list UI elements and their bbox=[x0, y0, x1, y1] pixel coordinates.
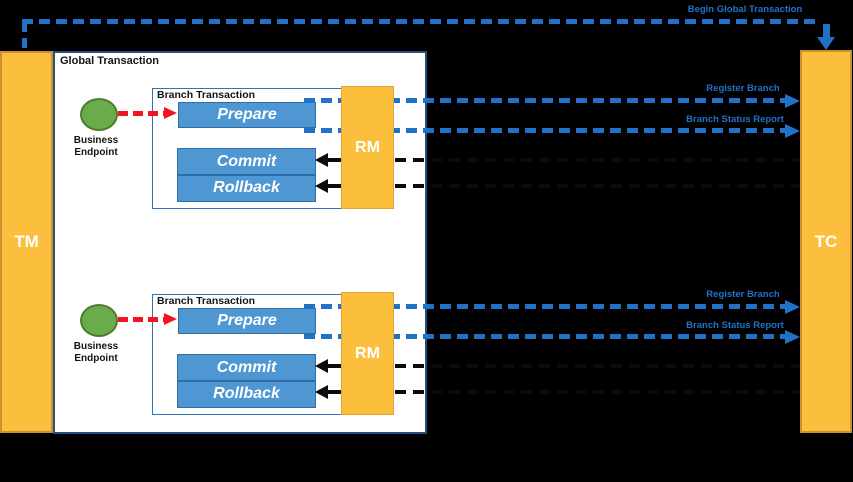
business-endpoint-circle bbox=[80, 98, 118, 131]
rollback-label: Rollback bbox=[213, 179, 280, 197]
commit-label: Commit bbox=[216, 152, 277, 170]
commit-instruction-arrow bbox=[341, 158, 800, 162]
register-branch-arrow bbox=[304, 304, 785, 309]
branch-status-report-label: Branch Status Report bbox=[686, 114, 784, 125]
branch-transaction-group-2: Branch Transaction Business Endpoint Pre… bbox=[0, 206, 853, 447]
arrowhead-left-black-icon bbox=[315, 153, 328, 167]
branch-transaction-label: Branch Transaction bbox=[157, 89, 256, 101]
prepare-label: Prepare bbox=[217, 106, 277, 123]
rollback-box: Rollback bbox=[178, 176, 315, 201]
prepare-box: Prepare bbox=[178, 102, 316, 128]
global-transaction-label: Global Transaction bbox=[60, 55, 160, 67]
commit-instruction-shaft bbox=[328, 364, 342, 368]
business-endpoint-circle bbox=[80, 304, 118, 337]
register-branch-arrow bbox=[304, 98, 785, 103]
branch-transaction-label: Branch Transaction bbox=[157, 295, 256, 307]
commit-instruction-arrow bbox=[341, 364, 800, 368]
rm-box: RM bbox=[341, 86, 394, 209]
branch-status-report-label: Branch Status Report bbox=[686, 320, 784, 331]
rollback-instruction-arrow bbox=[341, 184, 800, 188]
arrowhead-right-blue-icon bbox=[785, 300, 800, 314]
prepare-box: Prepare bbox=[178, 308, 316, 334]
rm-label: RM bbox=[355, 344, 380, 362]
business-endpoint-label-line2: Endpoint bbox=[74, 352, 118, 364]
arrow-down-shaft bbox=[823, 24, 830, 38]
commit-box: Commit bbox=[178, 149, 315, 174]
begin-global-transaction-label: Begin Global Transaction bbox=[687, 4, 803, 15]
arrowhead-left-black-icon bbox=[315, 359, 328, 373]
branch-status-report-arrow bbox=[304, 334, 785, 339]
rollback-instruction-arrow bbox=[341, 390, 800, 394]
arrowhead-left-black-icon bbox=[315, 179, 328, 193]
tc-label: TC bbox=[814, 231, 838, 251]
branch-transaction-group-1: Branch Transaction Business Endpoint Pre… bbox=[54, 83, 800, 209]
commit-instruction-shaft bbox=[328, 158, 342, 162]
commit-rollback-stack: Commit Rollback bbox=[177, 354, 316, 408]
begin-global-transaction-arrow bbox=[22, 19, 818, 24]
business-endpoint-label-line1: Business bbox=[73, 341, 119, 352]
business-endpoint-label-line2: Endpoint bbox=[74, 146, 118, 158]
stack-divider bbox=[178, 380, 315, 382]
arrowhead-right-red-icon bbox=[164, 313, 177, 325]
rollback-label: Rollback bbox=[213, 385, 280, 403]
arrowhead-right-blue-icon bbox=[785, 94, 800, 108]
tm-bar: TM bbox=[0, 51, 53, 433]
arrowhead-right-blue-icon bbox=[785, 330, 800, 344]
arrowhead-right-red-icon bbox=[164, 107, 177, 119]
arrowhead-down-icon bbox=[817, 37, 835, 50]
register-branch-label: Register Branch bbox=[706, 289, 780, 300]
begin-global-transaction-arrow-vertical bbox=[22, 22, 27, 51]
tc-bar: TC bbox=[800, 50, 852, 433]
arrowhead-left-black-icon bbox=[315, 385, 328, 399]
prepare-label: Prepare bbox=[217, 312, 277, 329]
business-endpoint-label-line1: Business bbox=[73, 135, 119, 146]
commit-box: Commit bbox=[178, 355, 315, 380]
business-endpoint-label: Business Endpoint bbox=[54, 341, 138, 364]
rollback-box: Rollback bbox=[178, 382, 315, 407]
branch-status-report-arrow bbox=[304, 128, 785, 133]
rm-label: RM bbox=[355, 138, 380, 156]
commit-label: Commit bbox=[216, 358, 277, 376]
invoke-prepare-arrow bbox=[118, 111, 165, 116]
tm-label: TM bbox=[14, 232, 39, 251]
invoke-prepare-arrow bbox=[118, 317, 165, 322]
business-endpoint-label: Business Endpoint bbox=[54, 135, 138, 158]
rollback-instruction-shaft bbox=[328, 184, 342, 188]
arrowhead-right-blue-icon bbox=[785, 124, 800, 138]
rollback-instruction-shaft bbox=[328, 390, 342, 394]
rm-box: RM bbox=[341, 292, 394, 415]
commit-rollback-stack: Commit Rollback bbox=[177, 148, 316, 202]
register-branch-label: Register Branch bbox=[706, 83, 780, 94]
stack-divider bbox=[178, 174, 315, 176]
